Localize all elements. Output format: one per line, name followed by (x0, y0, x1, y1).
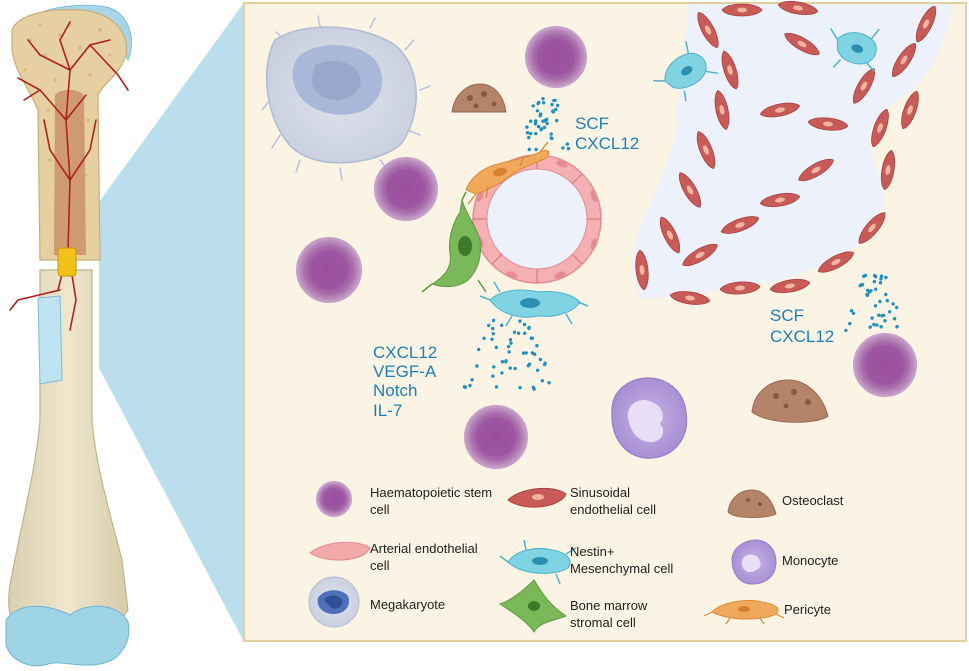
signal-left-1: CXCL12 (373, 343, 437, 362)
nestin-cell-niche (479, 281, 589, 327)
sinusoidal-endothelial-cells (635, 0, 937, 305)
legend-osteoclast-label: Osteoclast (782, 493, 844, 508)
signal-top-2: CXCL12 (575, 134, 639, 153)
legend-arterial-label-1: Arterial endothelial (370, 541, 478, 556)
signal-right-1: SCF (770, 306, 804, 325)
nestin-cell-top-left (653, 41, 719, 102)
legend-labels: Haematopoietic stem cell Sinusoidal endo… (370, 485, 844, 630)
osteoclast-right (751, 379, 829, 423)
signal-left-2: VEGF-A (373, 362, 437, 381)
megakaryote (261, 15, 431, 181)
legend-stromal-label-1: Bone marrow (570, 598, 648, 613)
legend-stromal-icon (498, 579, 568, 633)
pericyte (465, 141, 550, 205)
osteoclast-top (451, 83, 507, 113)
legend-pericyte-label: Pericyte (784, 602, 831, 617)
legend-sinusoidal-icon (507, 487, 567, 508)
signal-right-2: CXCL12 (770, 327, 834, 346)
legend-stromal-label-2: stromal cell (570, 615, 636, 630)
nutrient-canal (57, 247, 77, 277)
legend-hsc-icon (316, 481, 352, 517)
legend-megakaryote-icon (308, 576, 360, 628)
legend-sinusoidal-label-2: endothelial cell (570, 502, 656, 517)
legend-sinusoidal-label-1: Sinusoidal (570, 485, 630, 500)
legend-monocyte-label: Monocyte (782, 553, 838, 568)
legend-hsc-label-1: Haematopoietic stem (370, 485, 492, 500)
nestin-cell-top-right (829, 27, 880, 73)
legend-icons (308, 481, 785, 633)
legend-arterial-label-2: cell (370, 558, 390, 573)
legend-nestin-icon (499, 539, 577, 585)
legend-osteoclast-icon (727, 489, 777, 518)
legend-pericyte-icon (703, 599, 785, 625)
signal-left-4: IL-7 (373, 401, 402, 420)
periosteum-sleeve (37, 295, 63, 385)
hsc-cells (296, 26, 917, 469)
hsc-4 (464, 405, 528, 469)
signal-left-3: Notch (373, 381, 417, 400)
femur-illustration (5, 4, 243, 667)
legend-arterial-icon (309, 541, 371, 561)
monocyte-niche (611, 377, 688, 459)
zoom-connector (99, 4, 243, 640)
legend-monocyte-icon (731, 539, 777, 585)
legend-megakaryote-label: Megakaryote (370, 597, 445, 612)
cartilage-bottom (5, 605, 130, 667)
legend-nestin-label-2: Mesenchymal cell (570, 561, 673, 576)
signal-labels: SCF CXCL12 SCF CXCL12 CXCL12 VEGF-A Notc… (373, 114, 834, 420)
hsc-3 (296, 237, 362, 303)
signal-dots (462, 97, 899, 391)
hsc-5 (853, 333, 917, 397)
legend-hsc-label-2: cell (370, 502, 390, 517)
hsc-2 (374, 157, 438, 221)
hsc-1 (525, 26, 587, 88)
legend-nestin-label-1: Nestin+ (570, 544, 614, 559)
stromal-cell-niche (421, 191, 487, 293)
arteriole (472, 154, 602, 284)
signal-top-1: SCF (575, 114, 609, 133)
